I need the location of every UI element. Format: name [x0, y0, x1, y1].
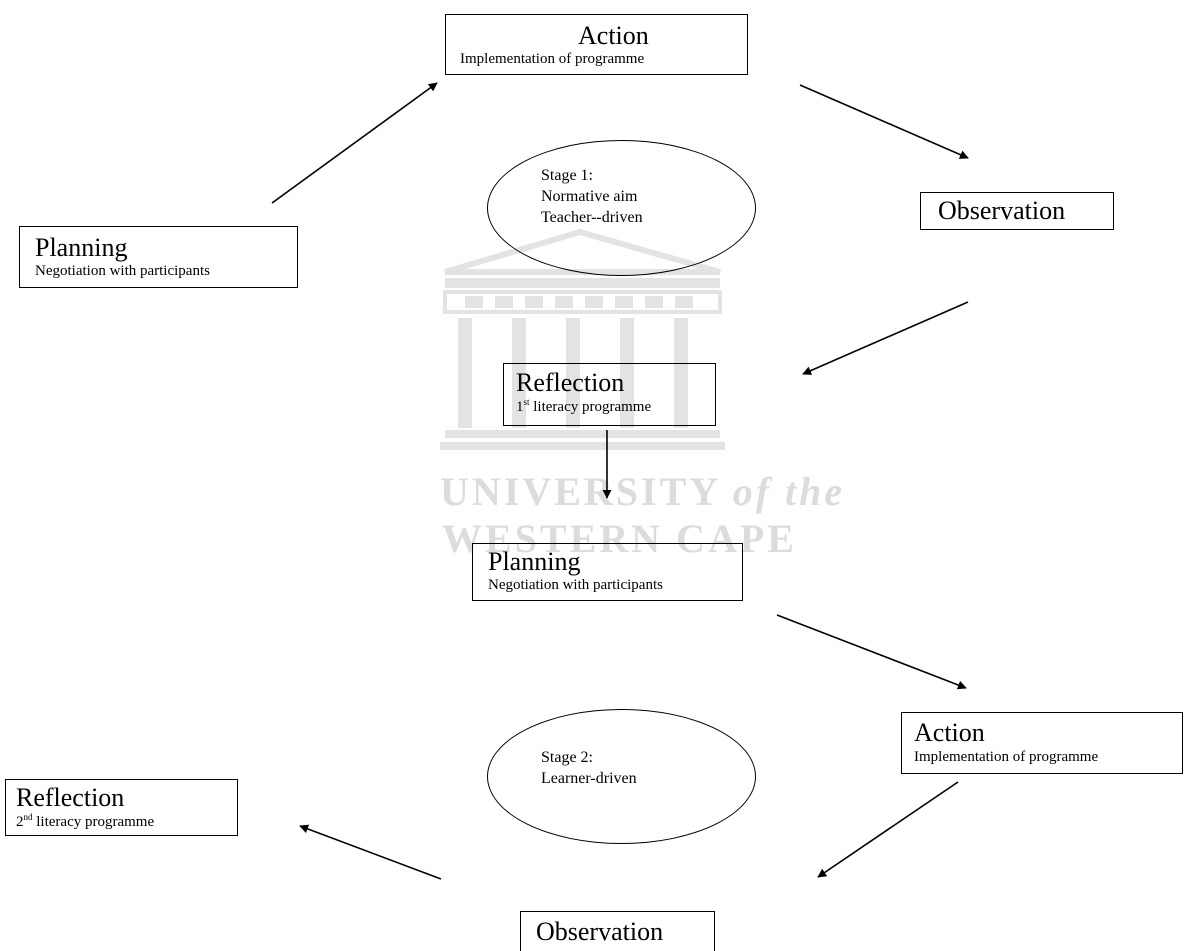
watermark-western-cape: WESTERN CAPE [442, 516, 797, 561]
stage1-aim: Normative aim [541, 187, 638, 205]
arrow-planning-to-action-1 [271, 82, 438, 204]
reflection-title: Reflection [16, 783, 125, 812]
action-title: Action [914, 718, 985, 747]
planning-title: Planning [488, 547, 581, 576]
reflection-title: Reflection [516, 368, 625, 397]
arrow-action-to-observation-2 [817, 781, 959, 878]
stage1-driver: Teacher--driven [541, 208, 643, 226]
arrow-action-to-observation-1 [799, 84, 969, 159]
observation-title: Observation [938, 196, 1066, 225]
stage1-label: Stage 1: [541, 167, 593, 184]
action-title: Action [578, 21, 649, 50]
stage2-label: Stage 2: [541, 749, 593, 766]
arrow-planning-to-action-2 [776, 614, 967, 690]
planning-subtitle: Negotiation with participants [488, 577, 663, 593]
reflection-box-stage2: Reflection 2nd literacy programme [5, 779, 238, 836]
stage1-ellipse: Stage 1: Normative aim Teacher--driven [487, 140, 756, 276]
planning-box-stage1: Planning Negotiation with participants [19, 226, 298, 288]
arrow-observation-to-reflection-1 [802, 301, 969, 375]
observation-title: Observation [536, 917, 664, 946]
stage2-ellipse: Stage 2: Learner-driven [487, 709, 756, 844]
action-subtitle: Implementation of programme [460, 51, 645, 67]
reflection-box-stage1: Reflection 1st literacy programme [503, 363, 716, 426]
planning-box-stage2: Planning Negotiation with participants [472, 543, 743, 601]
reflection-subtitle: 2nd literacy programme [16, 812, 155, 830]
action-box-stage1: Action Implementation of programme [445, 14, 748, 75]
planning-title: Planning [35, 233, 128, 262]
action-box-stage2: Action Implementation of programme [901, 712, 1183, 774]
observation-box-stage2: Observation [520, 911, 715, 951]
reflection-subtitle: 1st literacy programme [516, 397, 652, 415]
observation-box-stage1: Observation [920, 192, 1114, 230]
stage2-driver: Learner-driven [541, 769, 637, 787]
watermark-university: UNIVERSITY of the [440, 469, 846, 514]
action-subtitle: Implementation of programme [914, 749, 1099, 765]
arrow-observation-to-reflection-2 [299, 824, 442, 880]
planning-subtitle: Negotiation with participants [35, 263, 210, 279]
